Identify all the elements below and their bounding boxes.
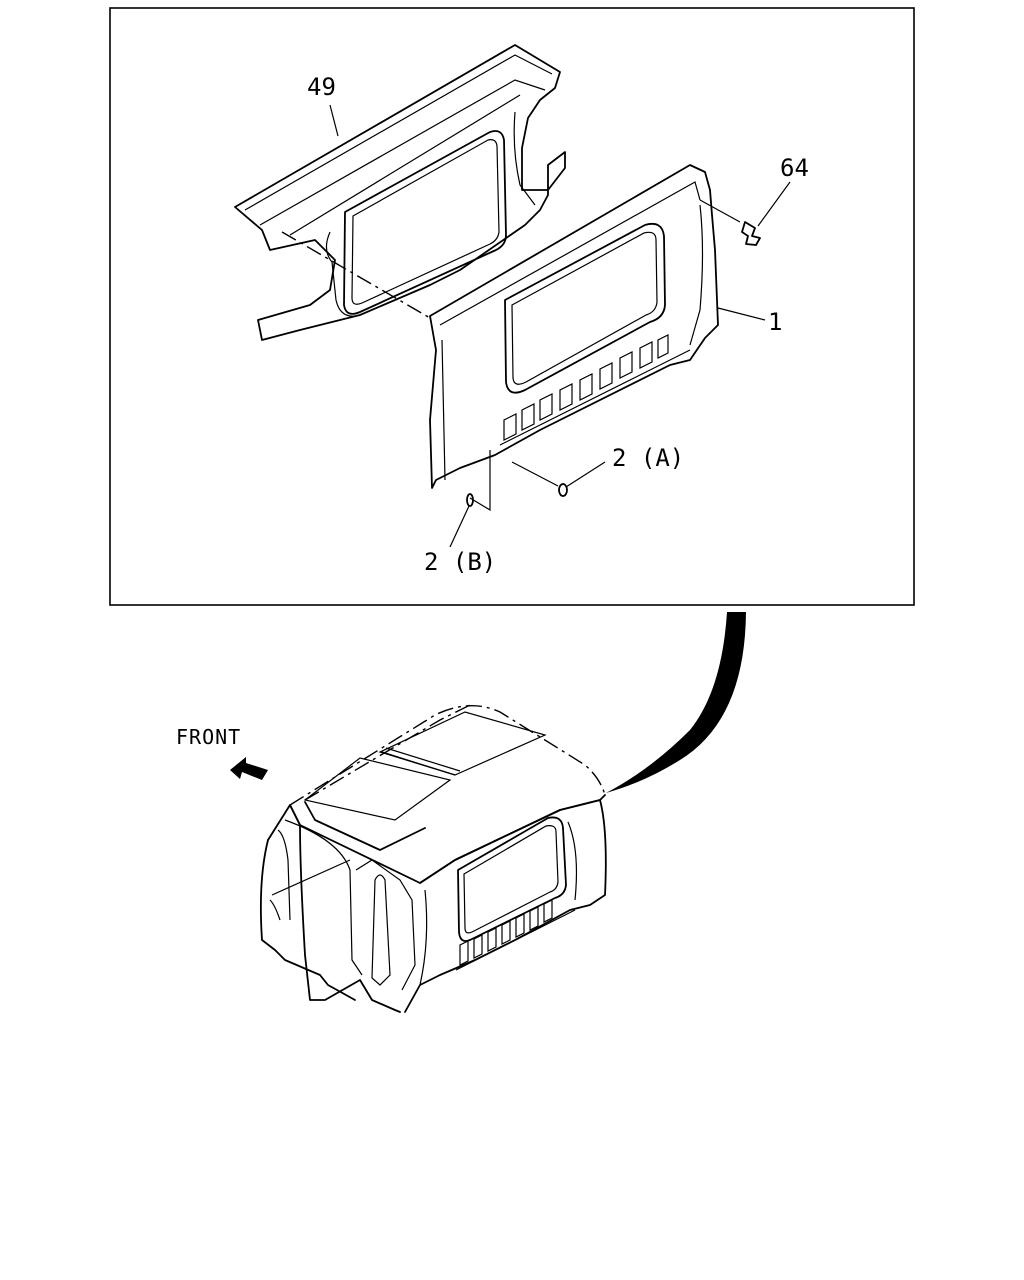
leader-lines (329, 104, 791, 548)
front-label: FRONT (176, 725, 241, 749)
clip-64 (699, 199, 761, 246)
vent-slots (499, 334, 691, 446)
panel-49 (234, 44, 566, 341)
callout-2a: 2 (A) (612, 444, 684, 472)
cab-overview (259, 704, 607, 1013)
callout-1: 1 (768, 308, 782, 336)
front-arrow-icon (230, 757, 268, 780)
plug-2a (558, 483, 568, 497)
alignment-line (281, 231, 431, 319)
callout-64: 64 (780, 154, 809, 182)
connector-swoosh (606, 612, 746, 793)
detail-frame (109, 7, 915, 606)
callout-49: 49 (307, 73, 336, 101)
callout-2b: 2 (B) (424, 548, 496, 576)
panel-1 (429, 164, 719, 512)
plug-2b (466, 493, 474, 507)
